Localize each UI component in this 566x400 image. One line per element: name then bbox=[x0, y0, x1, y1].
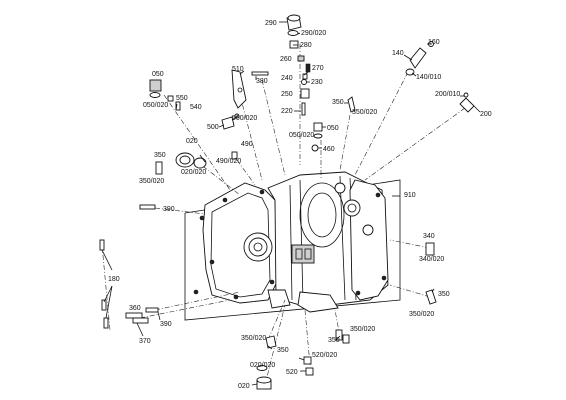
label-520-020: 520/020 bbox=[312, 352, 337, 359]
label-490: 490 bbox=[241, 141, 253, 148]
label-500-020: 500/020 bbox=[232, 115, 257, 122]
label-390-bottom: 390 bbox=[160, 321, 172, 328]
label-260: 260 bbox=[280, 56, 292, 63]
label-550: 550 bbox=[176, 95, 188, 102]
small-parts bbox=[99, 14, 475, 390]
label-050-top: 050 bbox=[327, 125, 339, 132]
label-370: 370 bbox=[139, 338, 151, 345]
label-910: 910 bbox=[404, 192, 416, 199]
label-140: 140 bbox=[392, 50, 404, 57]
label-360: 360 bbox=[129, 305, 141, 312]
label-050-left: 050 bbox=[152, 71, 164, 78]
label-510: 510 bbox=[232, 66, 244, 73]
label-250: 250 bbox=[281, 91, 293, 98]
label-230: 230 bbox=[311, 79, 323, 86]
label-340-020: 340/020 bbox=[419, 256, 444, 263]
label-200-010: 200/010 bbox=[435, 91, 460, 98]
label-350-left: 350 bbox=[154, 152, 166, 159]
label-020: 020 bbox=[186, 138, 198, 145]
label-490-020: 490/020 bbox=[216, 158, 241, 165]
label-270: 270 bbox=[312, 65, 324, 72]
label-350-top: 350 bbox=[332, 99, 344, 106]
label-020-020: 020/020 bbox=[181, 169, 206, 176]
part-number-labels: 290 290/020 280 260 270 240 230 250 220 … bbox=[108, 20, 492, 390]
label-200: 200 bbox=[480, 111, 492, 118]
label-350-020-right: 350/020 bbox=[409, 311, 434, 318]
label-350-bottom-left: 350 bbox=[277, 347, 289, 354]
label-350-020-top: 350/020 bbox=[352, 109, 377, 116]
label-290-020: 290/020 bbox=[301, 30, 326, 37]
projection-lines bbox=[101, 44, 466, 386]
label-240: 240 bbox=[281, 75, 293, 82]
label-020-bottom: 020 bbox=[238, 383, 250, 390]
label-050-020-top: 050/020 bbox=[289, 132, 314, 139]
label-350-right: 350 bbox=[438, 291, 450, 298]
transmission-housing bbox=[193, 171, 389, 313]
label-500: 500 bbox=[207, 124, 219, 131]
label-020-020-bottom: 020/020 bbox=[250, 362, 275, 369]
label-350-bottom-right: 350 bbox=[328, 337, 340, 344]
label-390-left: 390 bbox=[163, 206, 175, 213]
label-350-020-bottom-left: 350/020 bbox=[241, 335, 266, 342]
label-350-020-bottom-right: 350/020 bbox=[350, 326, 375, 333]
label-350-020-left: 350/020 bbox=[139, 178, 164, 185]
label-140-010: 140/010 bbox=[416, 74, 441, 81]
label-220: 220 bbox=[281, 108, 293, 115]
label-540: 540 bbox=[190, 104, 202, 111]
label-340: 340 bbox=[423, 233, 435, 240]
label-380: 380 bbox=[256, 78, 268, 85]
label-160: 160 bbox=[428, 39, 440, 46]
label-520: 520 bbox=[286, 369, 298, 376]
label-460: 460 bbox=[323, 146, 335, 153]
label-180: 180 bbox=[108, 276, 120, 283]
label-050-020-left: 050/020 bbox=[143, 102, 168, 109]
label-280: 280 bbox=[300, 42, 312, 49]
leader-lines bbox=[101, 21, 481, 386]
label-290: 290 bbox=[265, 20, 277, 27]
